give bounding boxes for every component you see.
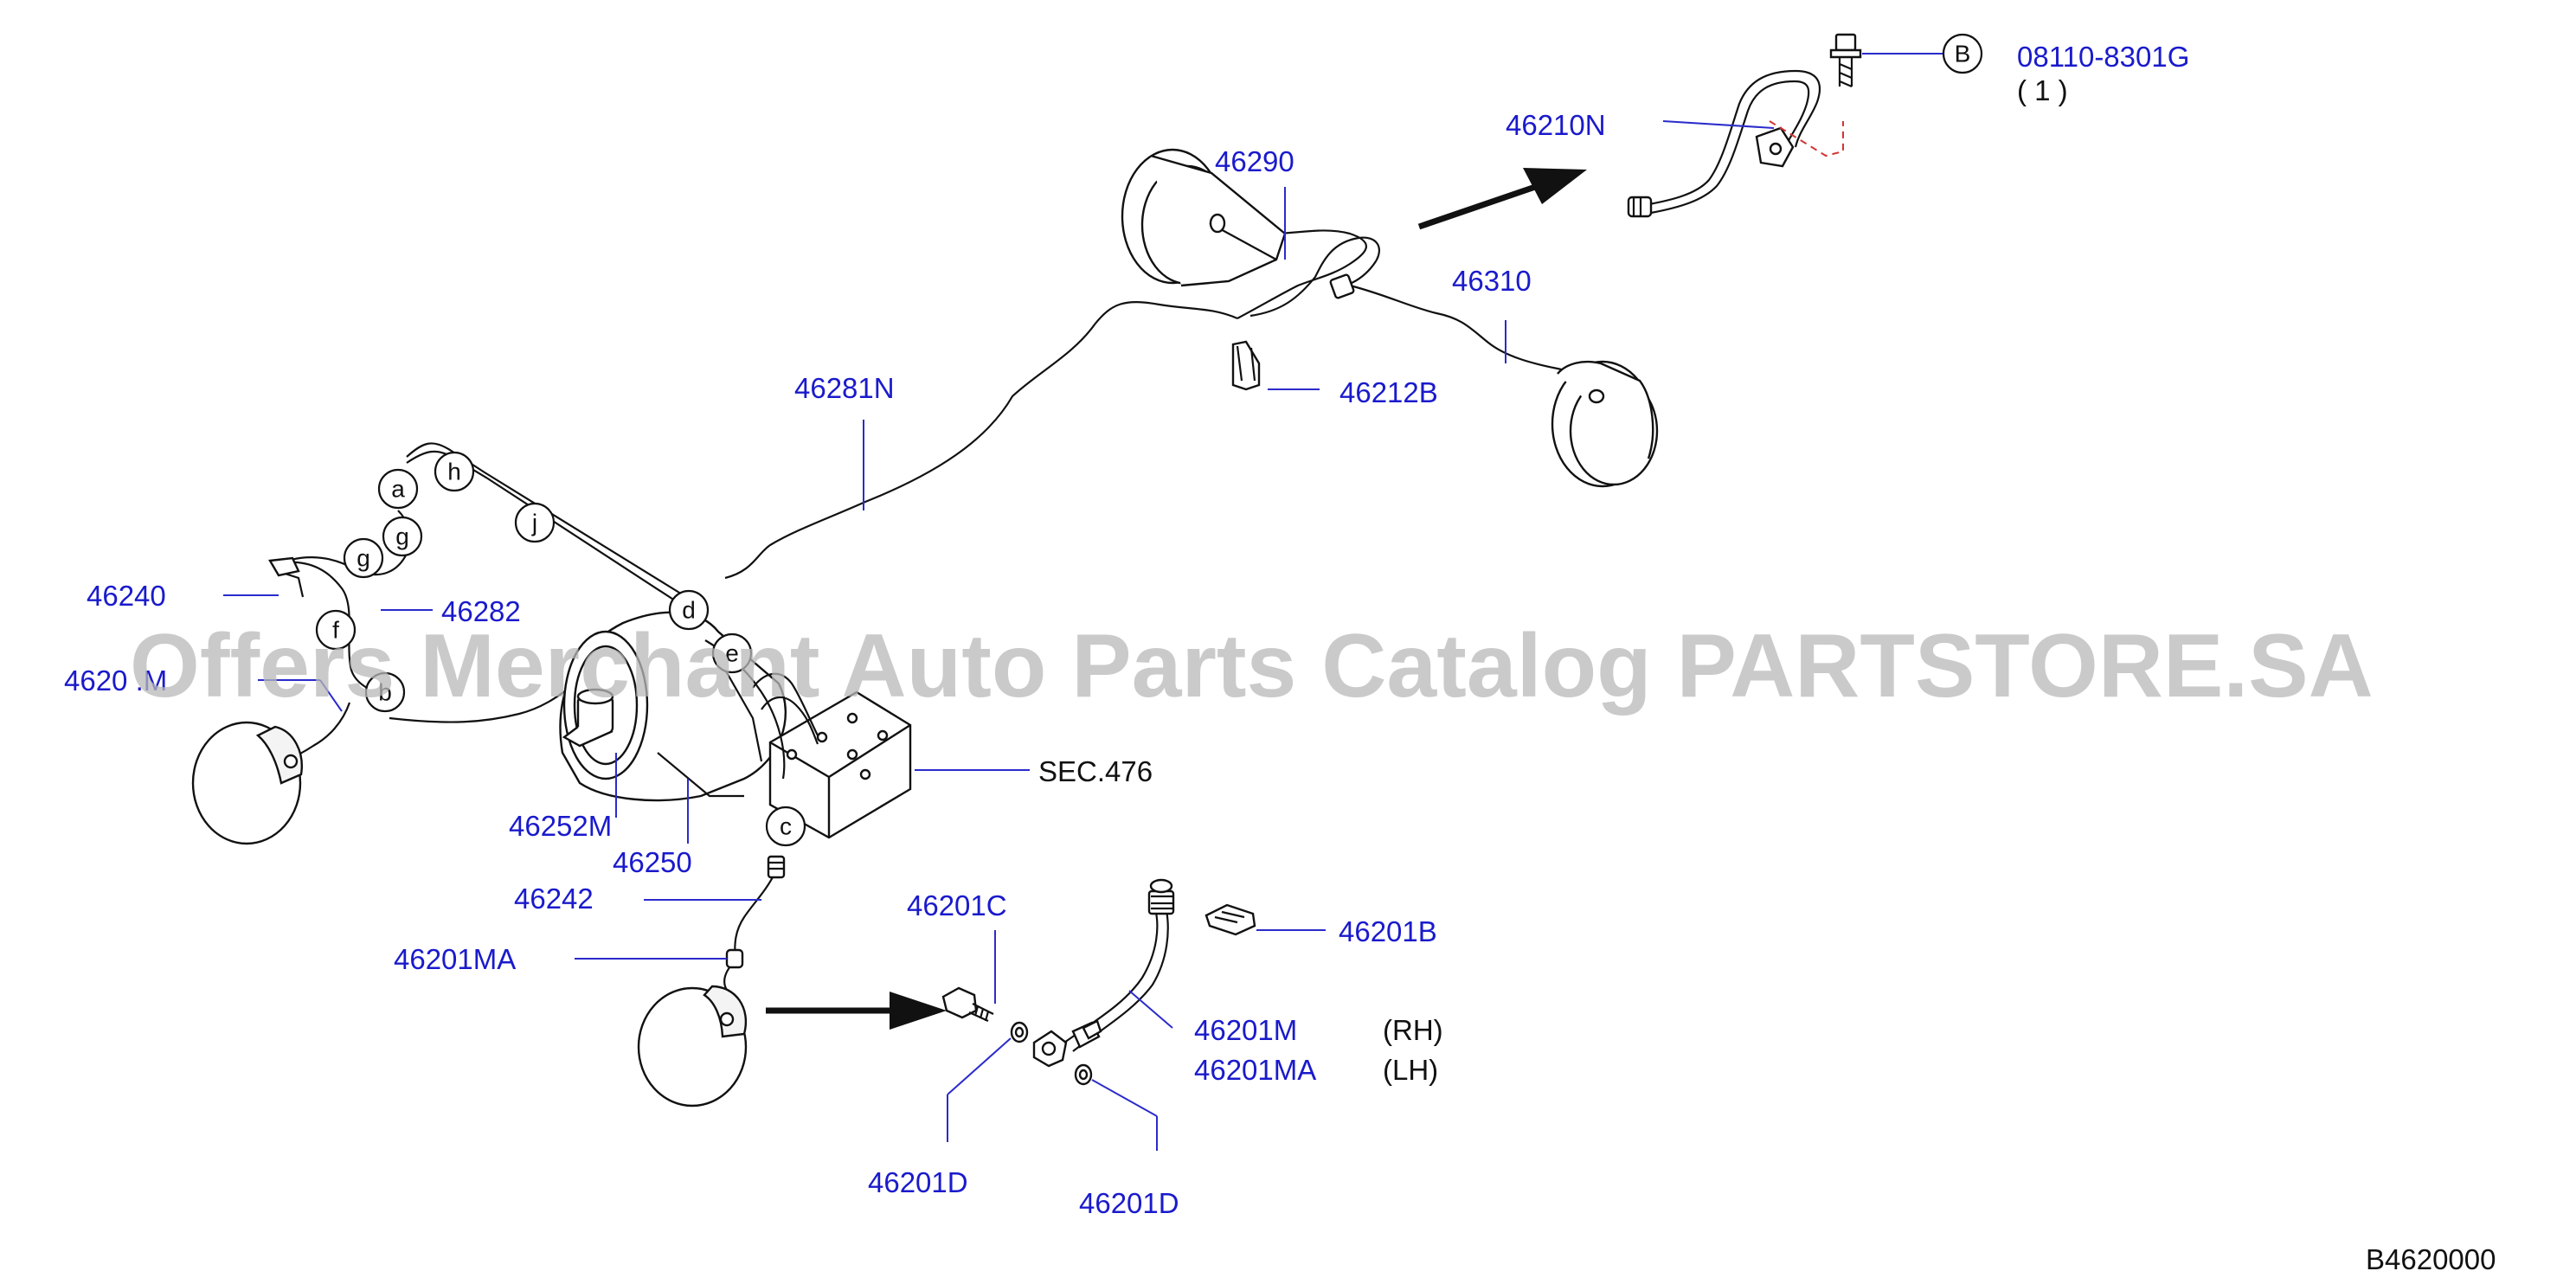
callout-f xyxy=(315,609,357,651)
front-right-brake xyxy=(637,948,748,1107)
arrow-to-front-hose xyxy=(890,992,947,1030)
callout-e xyxy=(711,632,753,674)
callout-h xyxy=(434,451,475,492)
label-bolt-code: 08110-8301G xyxy=(2017,41,2189,73)
label-46201D-b: 46201D xyxy=(1079,1187,1179,1219)
label-46240: 46240 xyxy=(87,580,166,612)
label-46201C: 46201C xyxy=(907,889,1007,921)
figure-code: B4620000 xyxy=(2366,1243,2496,1275)
callout-j xyxy=(514,502,556,543)
svg-text:c: c xyxy=(780,813,792,840)
svg-text:g: g xyxy=(357,545,370,572)
svg-text:e: e xyxy=(725,640,739,667)
union-fitting xyxy=(767,855,786,879)
reservoir-neck xyxy=(562,726,613,748)
label-46252M: 46252M xyxy=(509,810,612,842)
svg-text:d: d xyxy=(682,597,696,624)
svg-text:g: g xyxy=(395,523,409,550)
arrow-to-46210N xyxy=(1523,168,1587,204)
callout-g-lower xyxy=(343,537,384,579)
label-bolt-qty: ( 1 ) xyxy=(2017,74,2068,106)
brake-tube-46242 xyxy=(734,873,775,961)
svg-text:h: h xyxy=(447,459,461,485)
label-46201M: 46201M xyxy=(1194,1014,1297,1046)
label-46310: 46310 xyxy=(1452,265,1532,297)
label-46201B: 46201B xyxy=(1339,915,1437,947)
front-left-brake xyxy=(191,556,305,845)
callout-letters: a h j g g f b d e c xyxy=(315,451,806,847)
svg-text:a: a xyxy=(391,476,405,503)
callout-a xyxy=(377,468,419,510)
label-46282: 46282 xyxy=(441,595,521,627)
label-rh: (RH) xyxy=(1383,1014,1443,1046)
leader-lines xyxy=(223,120,1775,1151)
reservoir-top xyxy=(576,688,614,705)
label-46250: 46250 xyxy=(613,846,692,878)
callout-b xyxy=(364,671,406,713)
brake-tube-46281N xyxy=(724,301,1238,580)
callout-g-upper xyxy=(382,516,423,557)
callout-d xyxy=(668,589,710,631)
brake-pipes xyxy=(276,224,1602,961)
brake-tube-upper xyxy=(406,442,684,596)
front-right-caliper xyxy=(703,985,748,1038)
front-left-caliper xyxy=(255,725,303,785)
label-46201M-left: 4620 .M xyxy=(64,664,167,697)
rear-hose-46210N-detail: B xyxy=(1627,33,1983,218)
label-46281N: 46281N xyxy=(794,372,895,404)
rear-junction-block xyxy=(1329,273,1355,299)
label-sec476: SEC.476 xyxy=(1038,755,1153,787)
part-labels: 08110-8301G ( 1 ) 46210N 46290 46310 462… xyxy=(64,41,2496,1275)
direction-arrows xyxy=(766,168,1587,1030)
label-46210N: 46210N xyxy=(1506,109,1606,141)
label-46212B: 46212B xyxy=(1339,376,1438,408)
label-46242: 46242 xyxy=(514,883,594,915)
svg-text:b: b xyxy=(378,679,392,706)
clip-46201B xyxy=(1204,903,1256,936)
svg-text:f: f xyxy=(332,617,339,644)
bolt-ref-circle xyxy=(1942,33,1983,74)
label-46201D-a: 46201D xyxy=(868,1166,968,1198)
watermark-text: Offers Merchant Auto Parts Catalog PARTS… xyxy=(130,616,2374,716)
callout-c xyxy=(765,806,806,847)
svg-text:j: j xyxy=(531,510,537,536)
hose-end-46201MA xyxy=(725,948,744,969)
bolt-ref-letter: B xyxy=(1955,41,1971,67)
front-hose-exploded xyxy=(941,878,1256,1086)
label-46201MA: 46201MA xyxy=(1194,1054,1316,1086)
label-46290: 46290 xyxy=(1215,145,1294,177)
bolt-08110-8301G xyxy=(1834,33,1857,52)
label-lh: (LH) xyxy=(1383,1054,1438,1086)
label-46201MA-left: 46201MA xyxy=(394,943,516,975)
rear-axle-brakes xyxy=(1121,148,1659,488)
